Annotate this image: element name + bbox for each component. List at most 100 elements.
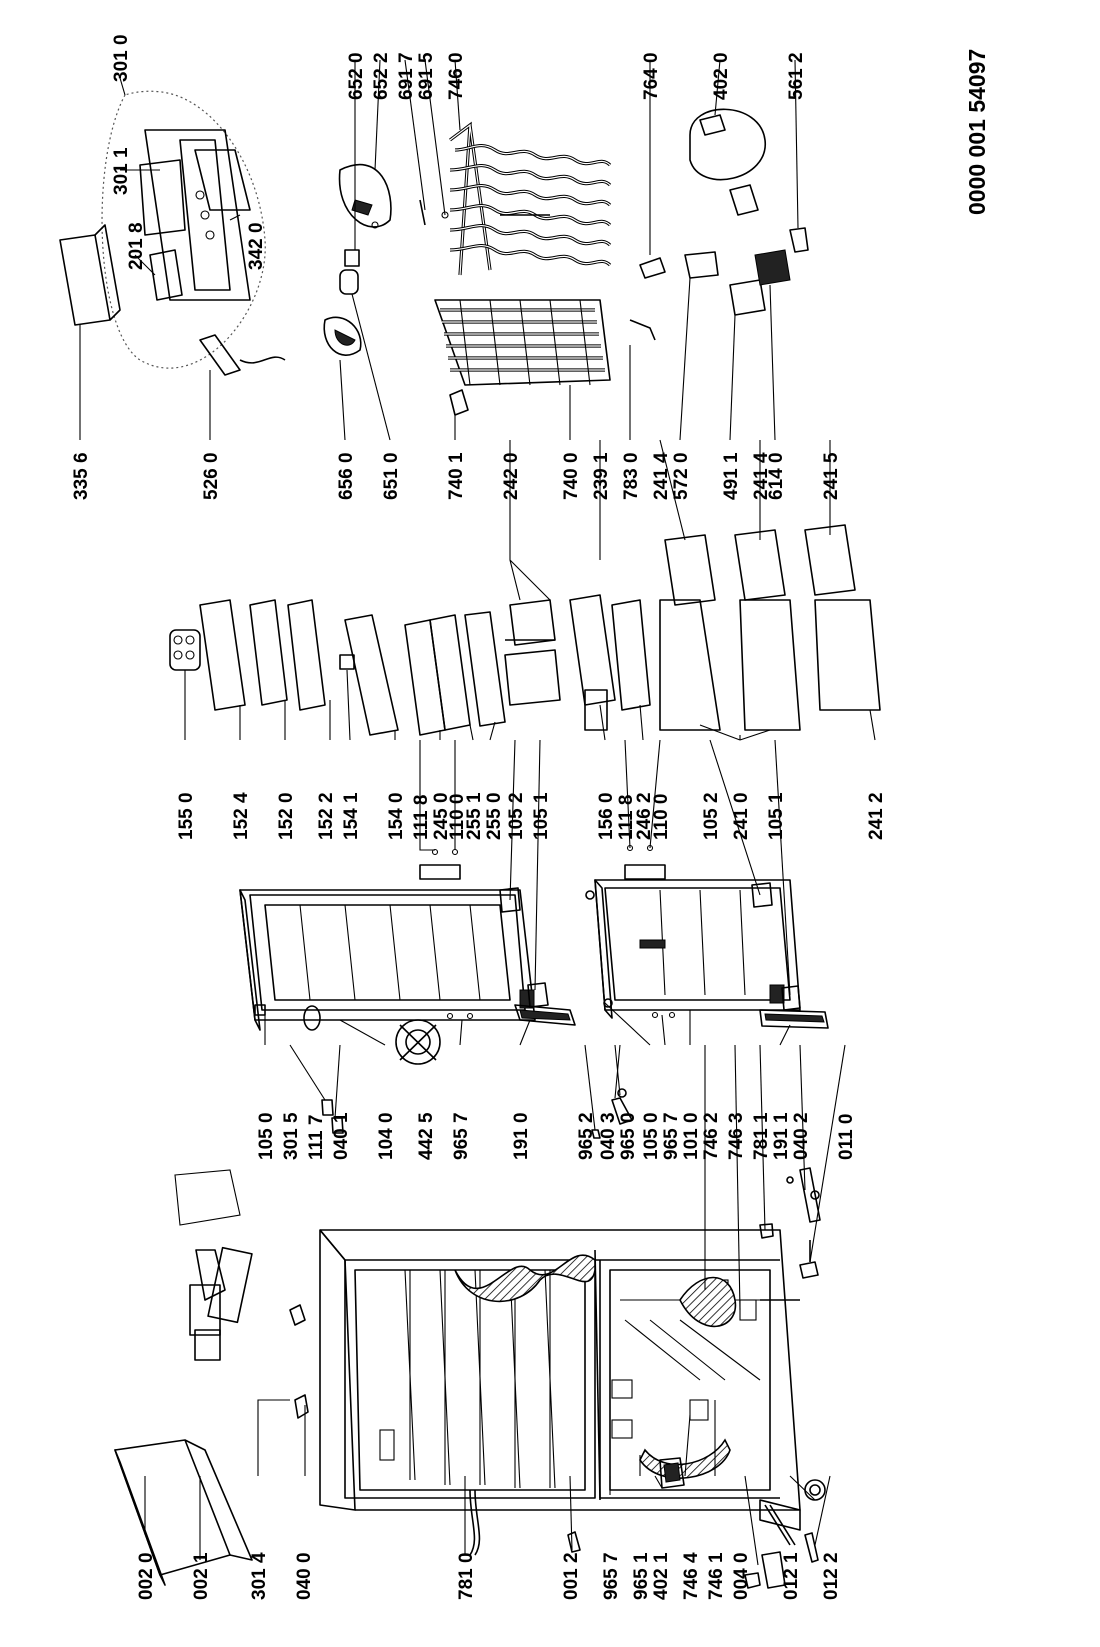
label-002-0: 002 0 [136, 1552, 157, 1600]
label-012-1: 012 1 [781, 1552, 802, 1600]
label-241-4-a: 241 4 [651, 452, 672, 500]
lamp-fan-parts [323, 163, 449, 356]
part-labels: 002 0 002 1 301 4 040 0 781 0 001 2 965 … [71, 34, 990, 1600]
hinge-covers [419, 844, 801, 1020]
label-965-7-c: 965 7 [661, 1112, 682, 1160]
label-241-4-b: 241 4 [751, 452, 772, 500]
evaporator-top [449, 121, 612, 276]
label-040-3: 040 3 [598, 1112, 619, 1160]
label-105-1-a: 105 1 [531, 792, 552, 840]
cabinet-body [319, 1229, 801, 1531]
label-201-8: 201 8 [126, 222, 147, 270]
label-105-2-b: 105 2 [701, 792, 722, 840]
label-740-0: 740 0 [561, 452, 582, 500]
label-011-0: 011 0 [836, 1114, 857, 1161]
label-152-0: 152 0 [276, 792, 297, 840]
label-239-1: 239 1 [591, 452, 612, 500]
label-301-4: 301 4 [249, 1552, 270, 1600]
label-614-0: 614 0 [766, 452, 787, 500]
label-105-2-a: 105 2 [506, 792, 527, 840]
label-002-1: 002 1 [191, 1552, 212, 1600]
label-111-8-b: 111 8 [616, 795, 637, 840]
top-cover [114, 1169, 253, 1586]
label-191-1: 191 1 [771, 1112, 792, 1160]
label-191-0: 191 0 [511, 1112, 532, 1160]
label-104-0: 104 0 [376, 1112, 397, 1160]
label-040-0: 040 0 [294, 1552, 315, 1600]
label-764-0: 764 0 [641, 52, 662, 100]
small-fittings [289, 1019, 826, 1589]
label-740-1: 740 1 [446, 452, 467, 500]
fridge-door [239, 889, 576, 1031]
label-746-0: 746 0 [446, 52, 467, 100]
label-781-1: 781 1 [751, 1112, 772, 1160]
label-965-0: 965 0 [618, 1112, 639, 1160]
label-781-0: 781 0 [456, 1552, 477, 1600]
control-panel-group [59, 90, 286, 376]
label-526-0: 526 0 [201, 452, 222, 500]
label-012-2: 012 2 [821, 1552, 842, 1600]
label-746-2: 746 2 [701, 1112, 722, 1160]
label-691-7: 691 7 [396, 52, 417, 100]
label-241-0: 241 0 [731, 792, 752, 840]
condenser [434, 299, 611, 416]
label-241-5: 241 5 [821, 452, 842, 500]
label-491-1: 491 1 [721, 452, 742, 500]
label-442-5: 442 5 [416, 1112, 437, 1160]
label-156-0: 156 0 [596, 792, 617, 840]
label-965-1: 965 1 [631, 1552, 652, 1600]
label-111-8-a: 111 8 [411, 795, 432, 840]
label-301-0: 301 0 [111, 34, 132, 82]
label-152-4: 152 4 [231, 792, 252, 840]
label-241-2: 241 2 [866, 792, 887, 840]
label-652-2: 652 2 [371, 52, 392, 100]
label-572-0: 572 0 [671, 452, 692, 500]
compressor-group [629, 108, 809, 341]
label-746-4: 746 4 [681, 1552, 702, 1600]
freezer-parts [569, 524, 881, 731]
label-335-6: 335 6 [71, 452, 92, 500]
label-110-0-b: 110 0 [651, 794, 672, 841]
label-656-0: 656 0 [336, 452, 357, 500]
label-652-0: 652 0 [346, 52, 367, 100]
label-651-0: 651 0 [381, 452, 402, 500]
label-105-1-b: 105 1 [766, 792, 787, 840]
label-301-5: 301 5 [281, 1112, 302, 1160]
document-id: 0000 001 54097 [964, 49, 990, 215]
label-110-0-a: 110 0 [447, 794, 468, 841]
label-001-2: 001 2 [561, 1552, 582, 1600]
label-004-0: 004 0 [731, 1552, 752, 1600]
label-965-7-a: 965 7 [601, 1552, 622, 1600]
label-154-0: 154 0 [386, 792, 407, 840]
label-105-0-b: 105 0 [641, 1112, 662, 1160]
label-255-0: 255 0 [484, 792, 505, 840]
label-255-1: 255 1 [464, 792, 485, 840]
label-245-0: 245 0 [431, 792, 452, 840]
drain-pipe [469, 1489, 476, 1556]
label-242-0: 242 0 [501, 452, 522, 500]
label-040-2: 040 2 [791, 1112, 812, 1160]
fridge-shelves [404, 599, 561, 736]
label-040-1: 040 1 [331, 1112, 352, 1160]
freezer-door [585, 879, 829, 1029]
label-402-1: 402 1 [651, 1552, 672, 1600]
label-402-0: 402 0 [711, 52, 732, 100]
label-155-0: 155 0 [176, 792, 197, 840]
label-691-5: 691 5 [416, 52, 437, 100]
label-101-0: 101 0 [681, 1112, 702, 1160]
label-746-1: 746 1 [706, 1552, 727, 1600]
label-154-1: 154 1 [341, 792, 362, 840]
label-301-1: 301 1 [111, 147, 132, 195]
leader-lines [79, 59, 876, 1566]
label-965-7-b: 965 7 [451, 1112, 472, 1160]
label-965-2: 965 2 [576, 1112, 597, 1160]
label-342-0: 342 0 [246, 222, 267, 270]
label-152-2: 152 2 [316, 792, 337, 840]
label-246-2: 246 2 [634, 792, 655, 840]
door-balconies [169, 599, 399, 736]
label-561-2: 561 2 [786, 52, 807, 100]
label-111-7: 111 7 [306, 1115, 327, 1160]
label-746-3: 746 3 [726, 1112, 747, 1160]
label-105-0-a: 105 0 [256, 1112, 277, 1160]
